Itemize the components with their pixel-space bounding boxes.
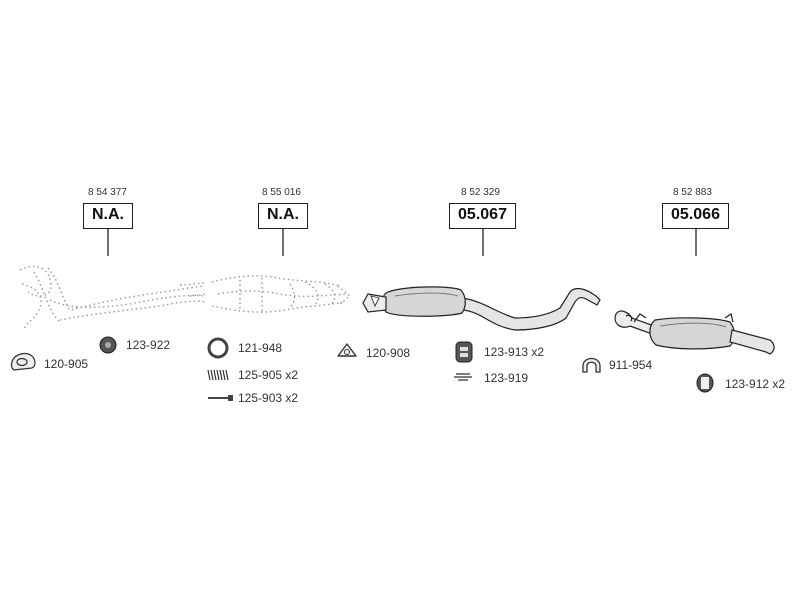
spring-icon: [207, 369, 229, 381]
rear-silencer-illustration: [614, 310, 775, 355]
assembly-code-box-2[interactable]: N.A.: [258, 203, 308, 229]
ring-mount-icon: [99, 336, 117, 354]
part-label-125-903: 125-903 x2: [238, 391, 299, 405]
part-label-123-913: 123-913 x2: [484, 345, 545, 359]
rubber-mount-icon: [455, 341, 473, 363]
part-label-123-919: 123-919: [484, 371, 529, 385]
bolt-icon: [208, 395, 233, 401]
part-label-911-954: 911-954: [609, 358, 653, 372]
assembly-number-3: 8 52 329: [461, 187, 500, 198]
part-label-120-905: 120-905: [44, 357, 89, 371]
part-label-123-912: 123-912 x2: [725, 377, 786, 391]
part-label-121-948: 121-948: [238, 341, 283, 355]
assembly-number-2: 8 55 016: [262, 187, 301, 198]
assembly-code-box-3[interactable]: 05.067: [449, 203, 516, 229]
flange-gasket-icon: [10, 352, 36, 371]
front-pipe-ghost-illustration: [19, 265, 209, 331]
assembly-number-4: 8 52 883: [673, 187, 712, 198]
strap-clip-icon: [454, 373, 472, 381]
catalyst-ghost-illustration: [211, 275, 352, 313]
assembly-code-box-4[interactable]: 05.066: [662, 203, 729, 229]
hanger-ring-icon: [696, 373, 714, 393]
triangle-gasket-icon: [337, 343, 357, 357]
part-label-125-905: 125-905 x2: [238, 368, 299, 382]
part-label-123-922: 123-922: [126, 338, 171, 352]
assembly-number-1: 8 54 377: [88, 187, 127, 198]
part-label-120-908: 120-908: [366, 346, 411, 360]
ring-gasket-icon: [207, 337, 229, 359]
assembly-code-box-1[interactable]: N.A.: [83, 203, 133, 229]
u-clamp-icon: [582, 357, 601, 373]
center-silencer-illustration: [362, 286, 601, 331]
